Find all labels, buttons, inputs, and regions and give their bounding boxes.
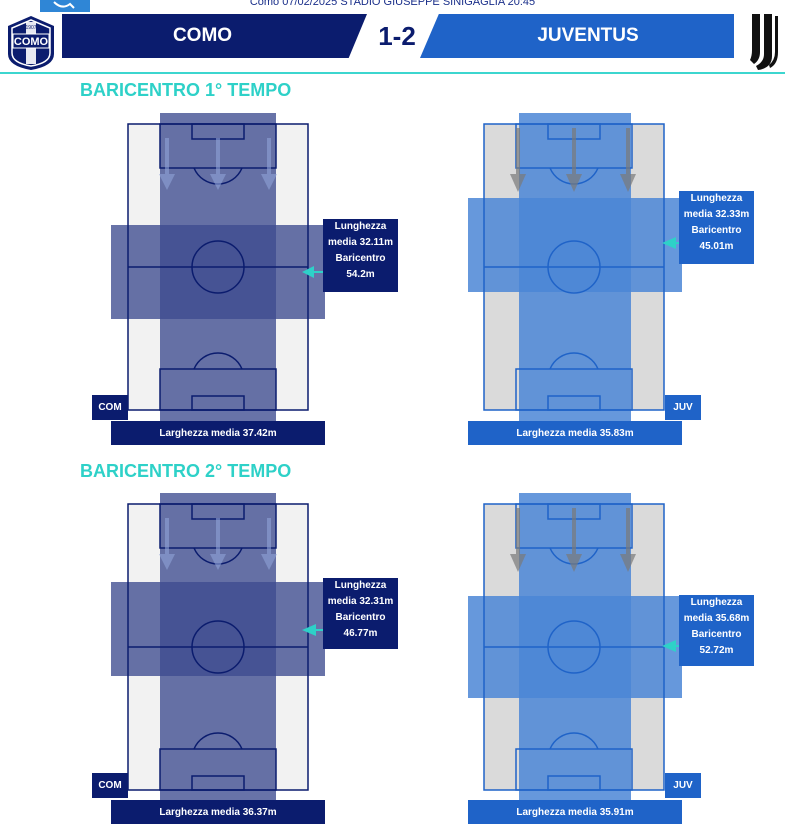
centroid-value: 45.01m (699, 241, 734, 252)
centroid-label: Baricentro (691, 225, 742, 236)
centroid-label: Baricentro (691, 629, 742, 640)
away-pitch-panel-second-half: Lunghezza media 35.68m Baricentro 52.72m… (440, 490, 760, 829)
length-value: media 35.68m (683, 613, 750, 624)
como-crest-text: COMO (14, 36, 49, 48)
match-score: 1-2 (378, 20, 416, 51)
away-centroid-info-second-half: Lunghezza media 35.68m Baricentro 52.72m (679, 595, 754, 666)
home-width-label-first-half: Larghezza media 37.42m (111, 421, 325, 445)
home-centroid-info-second-half: Lunghezza media 32.31m Baricentro 46.77m (323, 578, 398, 649)
home-pitch-first-half (111, 113, 325, 421)
away-team-tag-second-half: JUV (665, 773, 701, 798)
away-centroid-info-first-half: Lunghezza media 32.33m Baricentro 45.01m (679, 191, 754, 264)
match-info-line: Como 07/02/2025 STADIO GIUSEPPE SINIGAGL… (249, 0, 536, 8)
away-width-label-first-half: Larghezza media 35.83m (468, 421, 682, 445)
home-pitch-second-half (111, 493, 325, 801)
home-centroid-info-first-half: Lunghezza media 32.11m Baricentro 54.2m (323, 219, 398, 292)
como-crest-year: 1907 (25, 25, 36, 31)
length-label: Lunghezza (334, 221, 387, 232)
home-team-name: COMO (172, 25, 233, 46)
away-pitch-first-half (468, 113, 725, 421)
centroid-value: 46.77m (343, 628, 378, 639)
home-width-label-second-half: Larghezza media 36.37m (111, 800, 325, 824)
length-label: Lunghezza (690, 597, 743, 608)
header-divider (0, 72, 785, 74)
home-team-bar: COMO (62, 14, 367, 58)
como-crest-icon: COMO 1907 (4, 14, 58, 72)
section-title-second-half: BARICENTRO 2° TEMPO (80, 461, 292, 481)
home-team-tag-first-half: COM (92, 395, 128, 420)
centroid-label: Baricentro (335, 253, 386, 264)
home-pitch-panel-second-half: Lunghezza media 32.31m Baricentro 46.77m… (90, 490, 410, 829)
centroid-label: Baricentro (335, 612, 386, 623)
home-pitch-panel-first-half: Lunghezza media 32.11m Baricentro 54.2m … (90, 110, 410, 450)
home-team-tag-second-half: COM (92, 773, 128, 798)
length-value: media 32.11m (327, 237, 394, 248)
away-pitch-second-half (468, 493, 725, 801)
away-width-label-second-half: Larghezza media 35.91m (468, 800, 682, 824)
length-label: Lunghezza (334, 580, 387, 591)
away-team-name: JUVENTUS (537, 25, 639, 46)
length-value: media 32.31m (327, 596, 394, 607)
juventus-logo-icon (744, 12, 782, 72)
section-title-first-half: BARICENTRO 1° TEMPO (80, 80, 292, 100)
centroid-value: 54.2m (346, 269, 375, 280)
away-pitch-panel-first-half: Lunghezza media 32.33m Baricentro 45.01m… (440, 110, 760, 450)
away-team-bar: JUVENTUS (420, 14, 734, 58)
length-value: media 32.33m (683, 209, 750, 220)
centroid-value: 52.72m (699, 645, 734, 656)
sponsor-logo (40, 0, 90, 12)
length-label: Lunghezza (690, 193, 743, 204)
away-team-tag-first-half: JUV (665, 395, 701, 420)
